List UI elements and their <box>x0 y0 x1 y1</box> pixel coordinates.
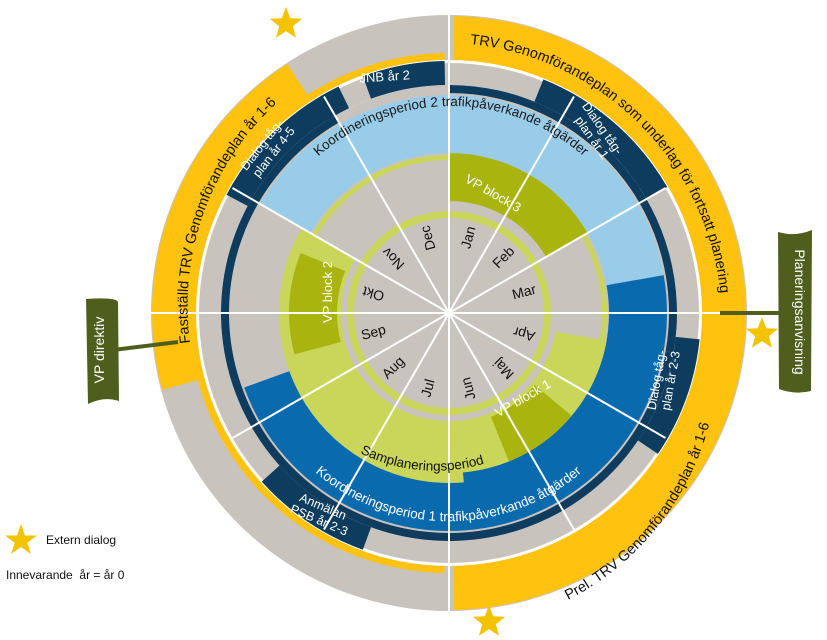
vp-direktiv-connector <box>112 340 179 352</box>
legend-extern-dialog-label: Extern dialog <box>46 533 117 547</box>
navy-ring-gap <box>335 85 449 123</box>
koordinering-1-ring <box>244 275 668 531</box>
vp-direktiv-box: VP direktiv <box>86 298 119 404</box>
vp-block-1-sector <box>490 384 572 462</box>
koordinering-2-ring <box>260 95 638 233</box>
koordinering-2-ring-extra <box>587 204 664 286</box>
jnb-label: JNB år 2 <box>359 67 411 85</box>
star-icon <box>472 605 506 636</box>
planeringsanvisning-label: Planeringsanvisning <box>792 249 808 374</box>
outer-yellow-band-left <box>151 63 312 390</box>
outer-yellow-band-top-right <box>453 16 746 314</box>
dialog-tagplan-23-box <box>638 336 700 454</box>
dialog-tagplan-23-label: Dialog tåg- plan år 2-3 <box>645 346 684 414</box>
vp-direktiv-label: VP direktiv <box>91 317 107 384</box>
month-label: Mar <box>510 281 538 303</box>
extern-dialog-stars <box>269 7 779 636</box>
center-hub <box>446 310 452 316</box>
month-label: Jan <box>457 224 478 250</box>
month-label: Jun <box>457 376 478 402</box>
star-icon <box>269 7 303 38</box>
month-label: Apr <box>511 324 537 345</box>
month-spoke <box>231 187 450 314</box>
month-spoke <box>448 312 575 531</box>
legend-extern-dialog: Extern dialog <box>4 523 116 557</box>
star-icon <box>5 524 37 554</box>
planeringsanvisning-box: Planeringsanvisning <box>778 230 812 393</box>
outer-yellow-thin-band-top <box>307 53 445 101</box>
month-spoke <box>323 95 450 314</box>
outer-yellow-band-bottom-right <box>453 313 746 610</box>
month-label: Sep <box>359 321 387 343</box>
month-spoke <box>448 187 667 314</box>
month-label: Okt <box>361 283 386 304</box>
month-spokes <box>151 15 747 611</box>
month-spoke <box>231 312 450 439</box>
vp-block-3-sector <box>449 153 588 257</box>
legend-current-year-note: Innevarande år = år 0 <box>6 568 125 582</box>
vp-block-2-sector <box>288 253 346 355</box>
anmalan-psb-box <box>261 465 372 550</box>
outer-yellow-thin-band-bottom <box>197 378 445 573</box>
month-label: Dec <box>417 224 439 252</box>
month-label: Jul <box>418 377 438 398</box>
month-spoke <box>448 95 575 314</box>
month-spoke <box>448 312 667 439</box>
month-spoke <box>323 312 450 531</box>
jnb-box <box>362 61 446 99</box>
dialog-tagplan-45-box <box>226 86 350 206</box>
star-icon <box>745 317 779 348</box>
vp-block-2-label: VP block 2 <box>320 261 335 323</box>
